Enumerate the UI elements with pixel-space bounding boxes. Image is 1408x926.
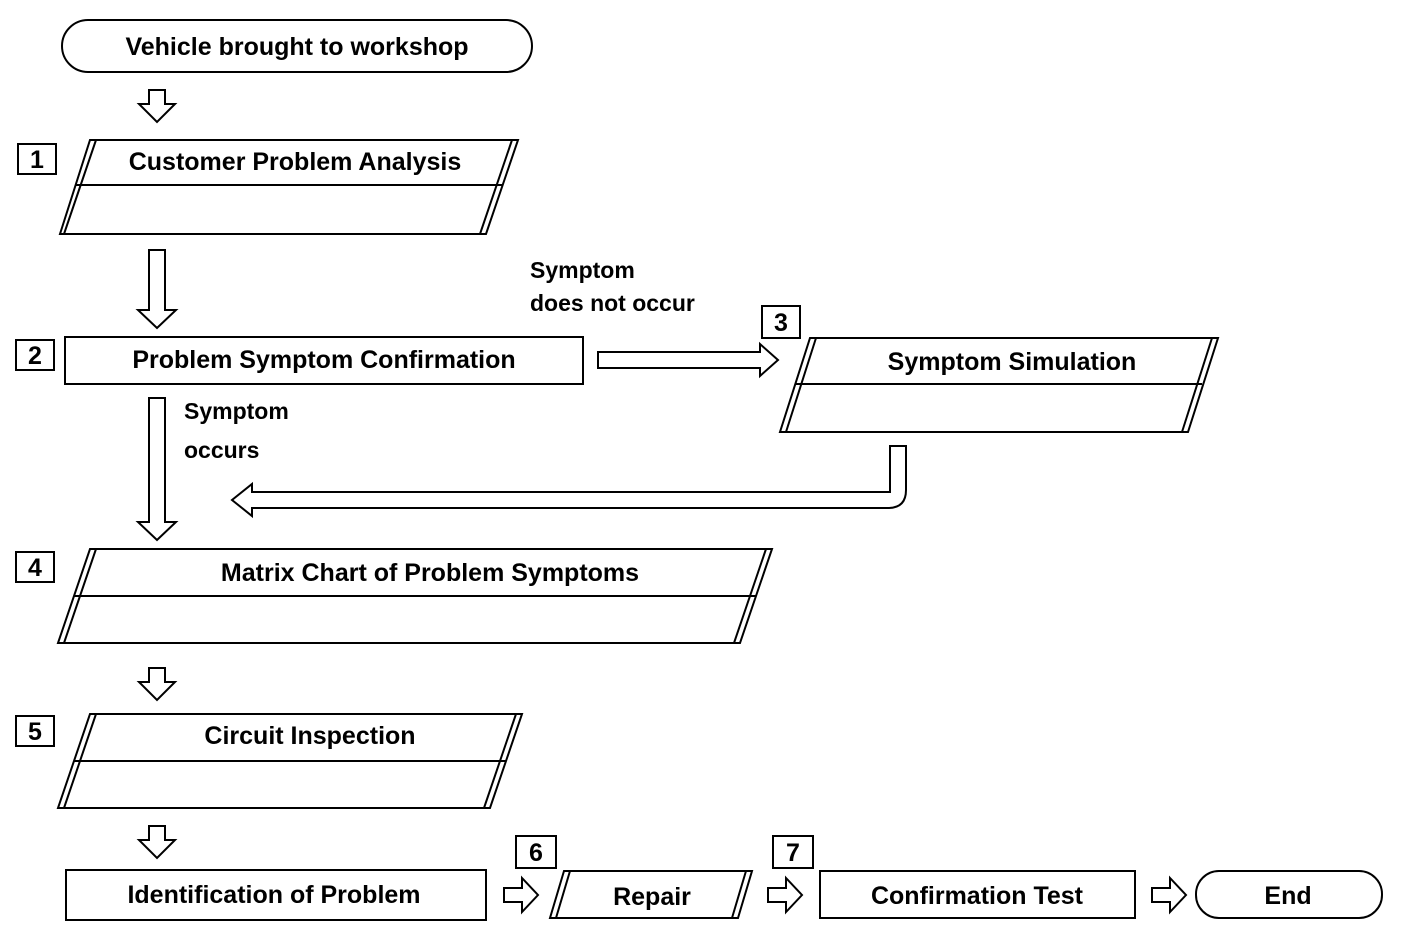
step-1-number: 1: [30, 146, 44, 174]
note-symptom-does-not-occur-1: Symptom: [530, 257, 635, 283]
arrow-step7-to-end: [1151, 875, 1188, 915]
step-4: 4 Matrix Chart of Problem Symptoms: [15, 548, 774, 644]
step-2: 2 Problem Symptom Confirmation: [15, 336, 584, 385]
step-2-label: Problem Symptom Confirmation: [132, 346, 515, 374]
step-7: 7 Confirmation Test: [772, 835, 1136, 919]
step-4-number: 4: [28, 554, 42, 582]
start-label: Vehicle brought to workshop: [125, 33, 468, 61]
step-5: 5 Circuit Inspection: [15, 713, 524, 809]
arrow-step1-to-step2: [135, 249, 179, 330]
step-5-label: Circuit Inspection: [204, 722, 415, 750]
arrow-step4-to-step5: [136, 667, 178, 702]
step-6: 6 Repair: [515, 835, 754, 919]
step-3-label: Symptom Simulation: [888, 348, 1137, 376]
step-7-label: Confirmation Test: [871, 882, 1084, 910]
step-1-label: Customer Problem Analysis: [129, 148, 462, 176]
note-symptom-occurs-1: Symptom: [184, 398, 289, 424]
step-4-label: Matrix Chart of Problem Symptoms: [221, 559, 639, 587]
arrow-step5-to-identification: [136, 825, 178, 860]
step-1: 1 Customer Problem Analysis: [17, 139, 520, 235]
arrow-step6-to-step7: [767, 875, 804, 915]
step-7-number: 7: [786, 839, 800, 867]
step-2-number: 2: [28, 342, 42, 370]
step-6-number: 6: [529, 839, 543, 867]
note-symptom-occurs-2: occurs: [184, 437, 259, 463]
identification-label: Identification of Problem: [127, 881, 420, 909]
step-3-number: 3: [774, 309, 788, 337]
arrow-step2-to-step3: [597, 341, 780, 379]
arrow-step3-return: [230, 445, 907, 519]
end-label: End: [1264, 882, 1311, 910]
arrow-step2-to-step4: [135, 397, 179, 542]
end-terminal: End: [1195, 870, 1383, 919]
step-3: 3 Symptom Simulation: [761, 305, 1220, 433]
start-terminal: Vehicle brought to workshop: [61, 19, 533, 73]
step-5-number: 5: [28, 718, 42, 746]
arrow-identification-to-step6: [503, 875, 540, 915]
identification-box: Identification of Problem: [65, 869, 487, 921]
step-6-label: Repair: [613, 883, 691, 911]
arrow-start-to-step1: [136, 89, 178, 124]
note-symptom-does-not-occur-2: does not occur: [530, 290, 695, 316]
